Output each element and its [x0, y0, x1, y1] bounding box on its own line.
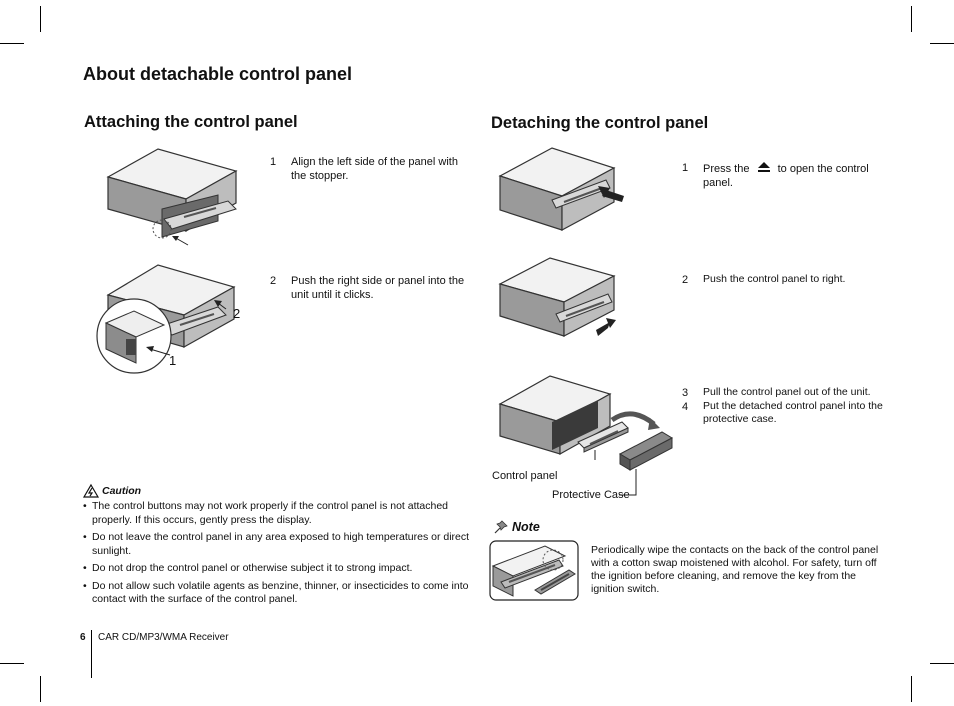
- label-protective-case: Protective Case: [552, 489, 630, 501]
- step-text: Push the control panel to right.: [703, 273, 846, 285]
- caution-item-text: Do not drop the control panel or otherwi…: [92, 562, 413, 574]
- detach-step-2: 2 Push the control panel to right.: [682, 273, 887, 287]
- note-header: Note: [494, 520, 540, 534]
- crop-mark: [0, 43, 24, 44]
- footer-divider: [91, 630, 92, 678]
- note-title: Note: [512, 520, 540, 534]
- page-number: 6: [80, 632, 86, 643]
- step-text: Press the to open the control panel.: [703, 161, 887, 190]
- crop-mark: [911, 6, 912, 32]
- detaching-heading: Detaching the control panel: [491, 114, 709, 132]
- figure-label-2: 2: [233, 306, 241, 321]
- crop-mark: [40, 676, 41, 702]
- attach-step-1: 1 Align the left side of the panel with …: [270, 155, 475, 183]
- step-text: Push the right side or panel into the un…: [291, 275, 465, 301]
- step-text-before: Press the: [703, 163, 750, 175]
- caution-item: •The control buttons may not work proper…: [83, 500, 475, 527]
- eject-icon: [757, 161, 771, 173]
- step-number: 2: [270, 275, 277, 287]
- caution-item: •Do not allow such volatile agents as be…: [83, 580, 475, 607]
- attaching-heading: Attaching the control panel: [84, 113, 298, 131]
- step-number: 3: [682, 387, 689, 399]
- crop-mark: [930, 663, 954, 664]
- crop-mark: [0, 663, 24, 664]
- detach-figure-3: [498, 375, 674, 496]
- caution-item-text: Do not allow such volatile agents as ben…: [92, 579, 469, 606]
- caution-header: Caution: [82, 483, 142, 498]
- label-control-panel: Control panel: [492, 470, 558, 482]
- crop-mark: [40, 6, 41, 32]
- detach-step-3: 3 Pull the control panel out of the unit…: [682, 386, 887, 400]
- note-text: Periodically wipe the contacts on the ba…: [591, 544, 879, 595]
- page-title: About detachable control panel: [83, 64, 353, 84]
- step-number: 2: [682, 274, 689, 286]
- step-number: 1: [682, 162, 689, 174]
- step-number: 4: [682, 401, 689, 413]
- caution-item-text: The control buttons may not work properl…: [92, 500, 449, 526]
- caution-item: •Do not drop the control panel or otherw…: [83, 562, 413, 574]
- detach-figure-2: [498, 257, 616, 337]
- note-figure: [489, 540, 579, 601]
- caution-title: Caution: [102, 485, 142, 497]
- detach-step-1: 1 Press the to open the control panel.: [682, 161, 887, 190]
- step-text-after: to open the control panel.: [703, 163, 869, 189]
- attach-figure-1: [106, 148, 238, 246]
- figure-label-1: 1: [169, 353, 177, 368]
- footer-label: CAR CD/MP3/WMA Receiver: [98, 632, 229, 643]
- crop-mark: [911, 676, 912, 702]
- step-text: Put the detached control panel into the …: [703, 400, 883, 425]
- step-text: Pull the control panel out of the unit.: [703, 386, 871, 398]
- caution-item: •Do not leave the control panel in any a…: [83, 531, 475, 558]
- caution-list: •The control buttons may not work proper…: [83, 500, 475, 611]
- detach-step-4: 4 Put the detached control panel into th…: [682, 400, 887, 426]
- caution-lightning-icon: [82, 483, 100, 498]
- caution-item-text: Do not leave the control panel in any ar…: [92, 531, 470, 557]
- pushpin-icon: [494, 520, 508, 534]
- attach-step-2: 2 Push the right side or panel into the …: [270, 274, 475, 302]
- detach-steps-3-4: 3 Pull the control panel out of the unit…: [682, 386, 887, 426]
- step-number: 1: [270, 156, 277, 168]
- step-text: Align the left side of the panel with th…: [291, 156, 458, 182]
- crop-mark: [930, 43, 954, 44]
- attach-figure-2: [96, 264, 236, 374]
- detach-figure-1: [498, 147, 624, 232]
